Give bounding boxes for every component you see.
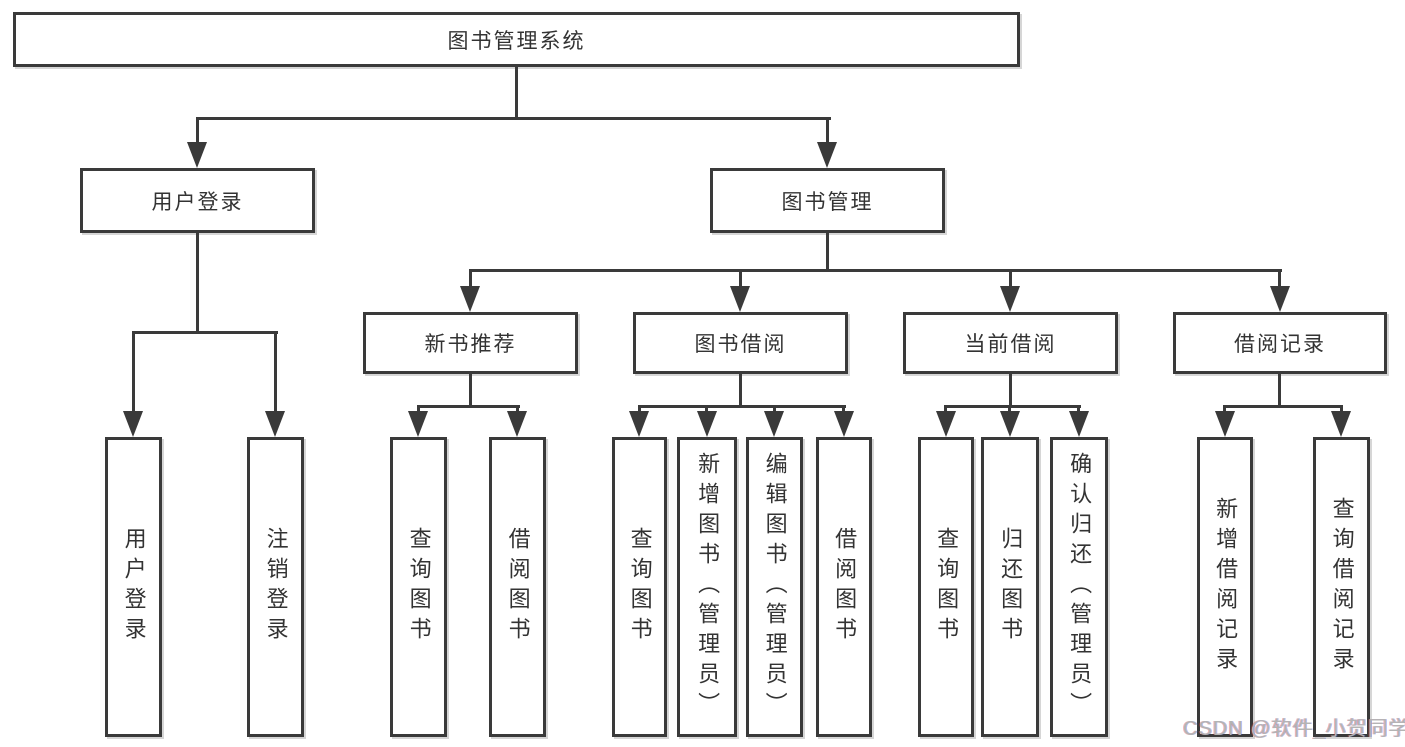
node-label: 图书管理系统 xyxy=(447,29,586,53)
connector-line xyxy=(196,117,831,120)
node-root-library-management-system: 图书管理系统 xyxy=(13,12,1020,67)
arrow-down-icon xyxy=(1000,411,1020,437)
leaf-add-borrow-record: 新增借阅记录 xyxy=(1197,437,1253,737)
connector-line xyxy=(196,233,199,333)
leaf-user-login: 用户登录 xyxy=(105,437,162,737)
leaf-label: 新增借阅记录 xyxy=(1213,497,1239,677)
leaf-label: 查询图书 xyxy=(406,527,432,647)
leaf-label: 新增图书（管理员） xyxy=(695,452,721,722)
leaf-label: 编辑图书（管理员） xyxy=(762,452,788,722)
connector-line xyxy=(417,407,420,414)
leaf-label: 查询图书 xyxy=(934,527,960,647)
connector-line xyxy=(826,119,829,144)
arrow-down-icon xyxy=(1331,411,1351,437)
leaf-label: 注销登录 xyxy=(263,527,289,647)
connector-line xyxy=(1008,407,1011,414)
leaf-borrow-books: 借阅图书 xyxy=(816,437,872,737)
leaf-label: 确认归还（管理员） xyxy=(1067,452,1093,722)
connector-line xyxy=(739,271,742,287)
leaf-label: 查询借阅记录 xyxy=(1329,497,1355,677)
connector-line xyxy=(1278,374,1281,407)
connector-line xyxy=(773,407,776,414)
node-borrowing-records: 借阅记录 xyxy=(1173,312,1387,374)
connector-line xyxy=(469,269,1282,272)
watermark-text: CSDN @软件_小贺同学 xyxy=(1183,718,1405,740)
connector-line xyxy=(469,271,472,287)
connector-line xyxy=(1223,407,1226,414)
leaf-confirm-return-admin: 确认归还（管理员） xyxy=(1050,437,1108,737)
connector-line xyxy=(842,407,845,414)
connector-line xyxy=(469,374,472,407)
leaf-query-books-borrowing: 查询图书 xyxy=(612,437,667,737)
leaf-label: 归还图书 xyxy=(998,527,1024,647)
leaf-return-book: 归还图书 xyxy=(981,437,1039,737)
arrow-down-icon xyxy=(629,411,649,437)
arrow-down-icon xyxy=(507,411,527,437)
connector-line xyxy=(638,407,641,414)
node-label: 用户登录 xyxy=(151,190,244,214)
arrow-down-icon xyxy=(697,411,717,437)
arrow-down-icon xyxy=(764,411,784,437)
leaf-borrow-books-recommend: 借阅图书 xyxy=(489,437,546,737)
connector-line xyxy=(516,407,519,414)
arrow-down-icon xyxy=(265,411,285,437)
arrow-down-icon xyxy=(1270,286,1290,312)
connector-line xyxy=(274,333,277,412)
leaf-edit-book-admin: 编辑图书（管理员） xyxy=(746,437,803,737)
connector-line xyxy=(1077,407,1080,414)
arrow-down-icon xyxy=(460,286,480,312)
connector-line xyxy=(515,67,518,119)
connector-line xyxy=(1278,271,1281,287)
node-book-borrowing: 图书借阅 xyxy=(633,312,848,374)
node-label: 图书借阅 xyxy=(694,333,787,356)
node-book-management: 图书管理 xyxy=(710,168,945,233)
connector-line xyxy=(132,331,278,334)
arrow-down-icon xyxy=(730,286,750,312)
leaf-label: 借阅图书 xyxy=(832,527,858,647)
node-current-borrowing: 当前借阅 xyxy=(903,312,1118,374)
node-label: 借阅记录 xyxy=(1234,333,1326,356)
node-label: 图书管理 xyxy=(781,190,874,214)
leaf-logout-login: 注销登录 xyxy=(247,437,304,737)
leaf-add-book-admin: 新增图书（管理员） xyxy=(677,437,737,737)
leaf-label: 用户登录 xyxy=(121,527,147,647)
arrow-down-icon xyxy=(936,411,956,437)
arrow-down-icon xyxy=(834,411,854,437)
connector-line xyxy=(826,233,829,271)
node-label: 当前借阅 xyxy=(964,333,1057,356)
leaf-query-borrow-record: 查询借阅记录 xyxy=(1313,437,1370,737)
connector-line xyxy=(1009,374,1012,407)
connector-line xyxy=(739,374,742,407)
arrow-down-icon xyxy=(1000,286,1020,312)
node-label: 新书推荐 xyxy=(424,333,517,356)
arrow-down-icon xyxy=(408,411,428,437)
arrow-down-icon xyxy=(817,142,837,168)
connector-line xyxy=(944,407,947,414)
connector-line xyxy=(417,405,520,408)
connector-line xyxy=(705,407,708,414)
arrow-down-icon xyxy=(1215,411,1235,437)
connector-line xyxy=(196,119,199,144)
connector-line xyxy=(1340,407,1343,414)
arrow-down-icon xyxy=(187,142,207,168)
leaf-query-books-current: 查询图书 xyxy=(918,437,974,737)
leaf-label: 查询图书 xyxy=(627,527,653,647)
node-new-book-recommendation: 新书推荐 xyxy=(363,312,578,374)
connector-line xyxy=(1223,405,1343,408)
connector-line xyxy=(638,405,846,408)
connector-line xyxy=(944,405,1081,408)
leaf-query-books-recommend: 查询图书 xyxy=(390,437,447,737)
connector-line xyxy=(1009,271,1012,287)
leaf-label: 借阅图书 xyxy=(505,527,531,647)
arrow-down-icon xyxy=(1069,411,1089,437)
node-user-login: 用户登录 xyxy=(80,168,315,233)
arrow-down-icon xyxy=(123,411,143,437)
connector-line xyxy=(132,333,135,412)
